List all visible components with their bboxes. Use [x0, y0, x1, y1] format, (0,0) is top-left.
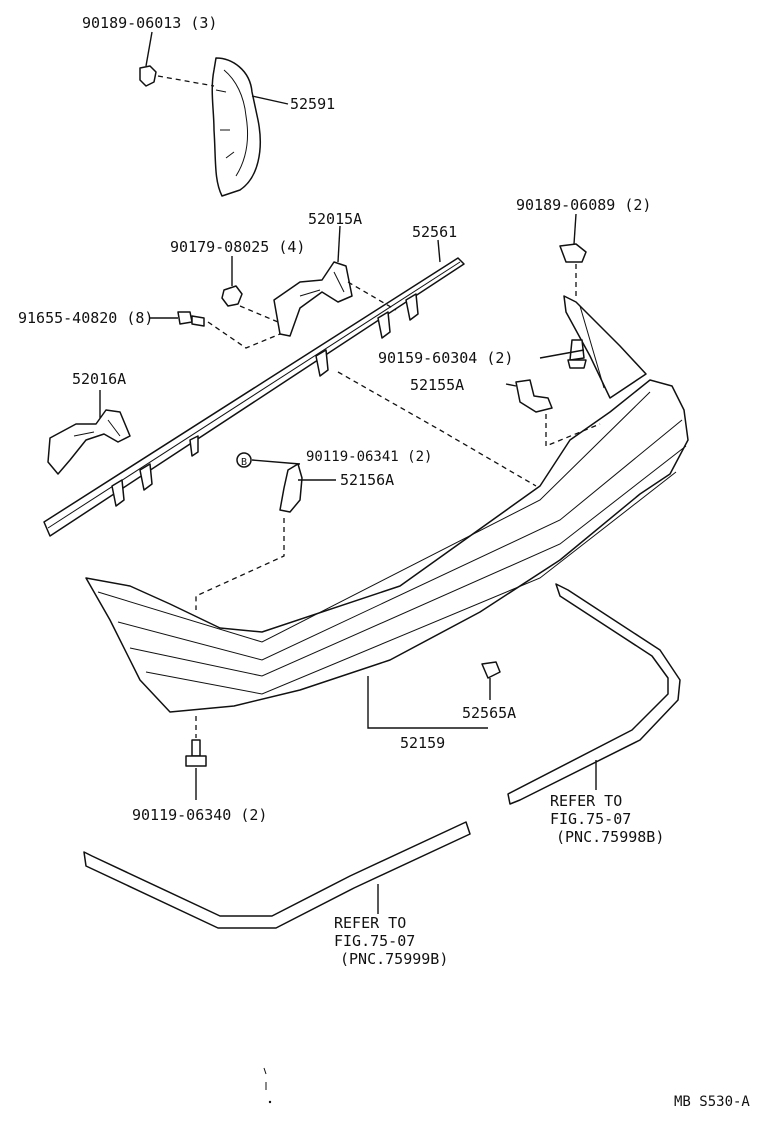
- moulding-75998B: [507, 583, 681, 805]
- refer-bottom-line1: REFER TO: [334, 914, 406, 932]
- fastener-52565A: [481, 661, 501, 679]
- label-90189-06089: 90189-06089 (2): [516, 196, 651, 214]
- retainer-52591: [211, 57, 261, 197]
- clip-90189-06089: [559, 243, 587, 263]
- label-52565A: 52565A: [462, 704, 516, 722]
- bracket-52016A: [47, 409, 131, 475]
- label-52016A: 52016A: [72, 370, 126, 388]
- refer-right-line1: REFER TO: [550, 792, 622, 810]
- refer-right-line3: (PNC.75998B): [556, 828, 664, 846]
- label-52561: 52561: [412, 223, 457, 241]
- screw-b-90119-06341: [236, 452, 252, 468]
- bolt-91655-40820: [177, 311, 205, 327]
- label-52015A: 52015A: [308, 210, 362, 228]
- bracket-52155A: [515, 379, 553, 413]
- label-90119-06341: 90119-06341 (2): [306, 449, 432, 465]
- moulding-75999B: [83, 821, 471, 929]
- bracket-52015A: [273, 261, 353, 337]
- callout-b-letter: B: [241, 457, 247, 468]
- bracket-52156A: [279, 463, 303, 513]
- label-52159: 52159: [400, 734, 445, 752]
- bolt-90159-60304: [567, 339, 587, 369]
- label-90119-06340: 90119-06340 (2): [132, 806, 267, 824]
- refer-bottom-line3: (PNC.75999B): [340, 950, 448, 968]
- label-90159-60304: 90159-60304 (2): [378, 349, 513, 367]
- label-52591: 52591: [290, 95, 335, 113]
- refer-bottom-line2: FIG.75-07: [334, 932, 415, 950]
- label-52155A: 52155A: [410, 376, 464, 394]
- label-52156A: 52156A: [340, 471, 394, 489]
- rail-52561: [43, 257, 465, 537]
- bolt-90119-06340: [185, 739, 207, 767]
- nut-90179-08025: [221, 285, 243, 307]
- footer-code: MB S530-A: [674, 1094, 750, 1110]
- label-90179-08025: 90179-08025 (4): [170, 238, 305, 256]
- clip-90189-06013: [139, 65, 157, 87]
- label-91655-40820: 91655-40820 (8): [18, 309, 153, 327]
- refer-right-line2: FIG.75-07: [550, 810, 631, 828]
- bumper-cover-52159: [85, 295, 689, 713]
- label-90189-06013: 90189-06013 (3): [82, 14, 217, 32]
